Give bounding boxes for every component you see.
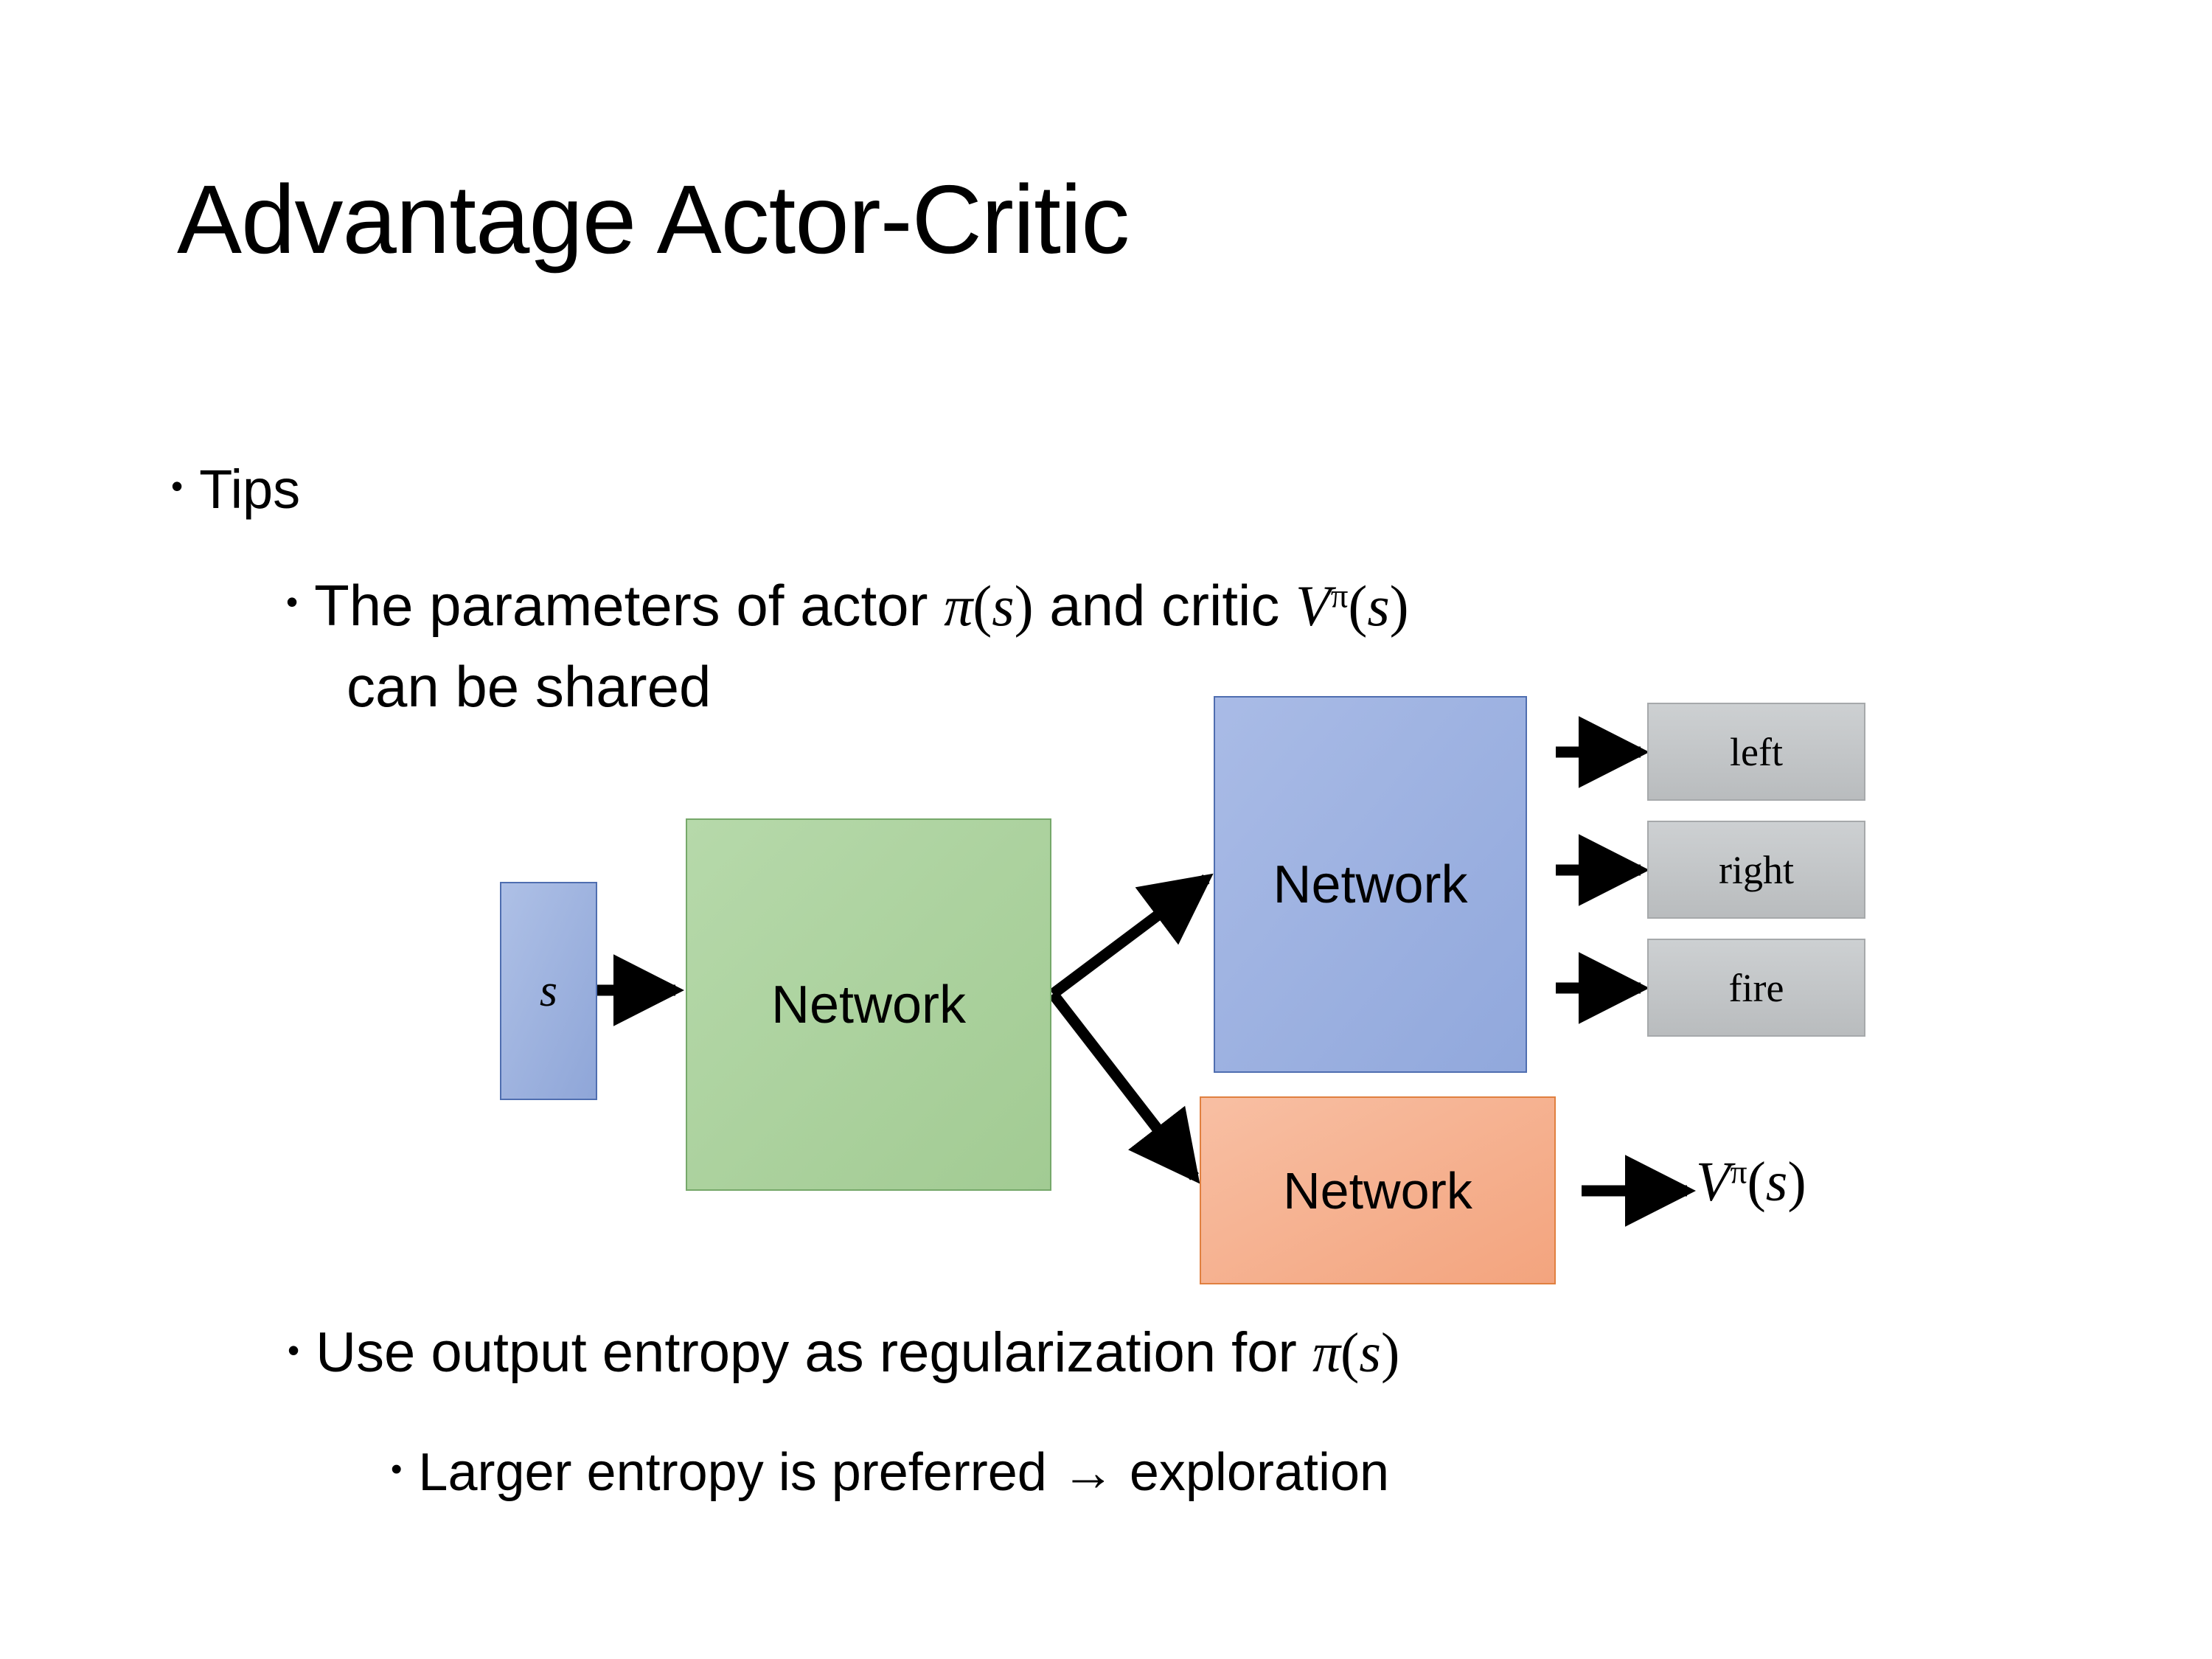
bullet-larger-entropy-label: Larger entropy is preferred → exploratio… — [418, 1443, 1390, 1502]
v-superscript-pi: π — [1330, 577, 1349, 616]
v-argument: (s) — [1747, 1151, 1806, 1213]
input-state-label: s — [539, 965, 558, 1016]
paren-open: ( — [1348, 574, 1368, 638]
critic-network-label: Network — [1283, 1161, 1472, 1220]
bullet-tips-label: Tips — [199, 459, 301, 520]
actor-network-label: Network — [1273, 855, 1468, 914]
math-v-pi-of-s: Vπ(s) — [1696, 1151, 1806, 1213]
v-symbol: V — [1295, 574, 1331, 638]
paren-close: ) — [1380, 1322, 1400, 1384]
diagram-action-box-left: left — [1647, 703, 1865, 801]
bullet-entropy-regularization: • Use output entropy as regularization f… — [288, 1320, 1399, 1387]
pi-symbol: π — [1312, 1322, 1341, 1384]
pi-symbol: π — [944, 574, 973, 638]
bullet-glyph: • — [171, 467, 184, 505]
params-mid-text: and critic — [1033, 573, 1296, 638]
arrow-shared-to-actor — [1049, 873, 1214, 998]
bullet-shared-parameters-line2: can be shared — [347, 653, 711, 720]
paren-open: ( — [1340, 1322, 1360, 1384]
bullet-glyph: • — [391, 1451, 403, 1487]
v-superscript-pi: π — [1730, 1152, 1747, 1191]
bullet-shared-parameters-line2-label: can be shared — [347, 654, 712, 719]
paren-close: ) — [1389, 574, 1409, 638]
s-var: s — [1367, 574, 1390, 638]
bullet-tips: • Tips — [171, 457, 300, 521]
diagram-input-state-box: s — [500, 882, 597, 1100]
params-prefix-text: The parameters of actor — [314, 573, 945, 638]
arrow-shared-to-critic — [1048, 990, 1200, 1184]
s-var: s — [992, 574, 1015, 638]
math-v-pi-of-s: Vπ(s) — [1295, 574, 1409, 638]
action-label-right: right — [1719, 847, 1794, 892]
v-symbol: V — [1696, 1151, 1731, 1213]
bullet-glyph: • — [288, 1331, 300, 1369]
page-title: Advantage Actor-Critic — [177, 165, 1130, 274]
diagram-action-box-right: right — [1647, 821, 1865, 919]
diagram-critic-network-box: Network — [1200, 1096, 1556, 1284]
diagram-actor-network-box: Network — [1214, 696, 1527, 1073]
bullet-larger-entropy: • Larger entropy is preferred → explorat… — [391, 1441, 1389, 1504]
action-label-left: left — [1730, 729, 1783, 774]
bullet-entropy-content: Use output entropy as regularization for… — [316, 1320, 1399, 1387]
s-var: s — [1765, 1151, 1788, 1213]
math-pi-of-s: π(s) — [1312, 1322, 1399, 1384]
math-pi-of-s: π(s) — [944, 574, 1033, 638]
bullet-shared-parameters: • The parameters of actor π(s) and criti… — [286, 571, 1409, 640]
paren-close: ) — [1014, 574, 1034, 638]
entropy-prefix-text: Use output entropy as regularization for — [316, 1321, 1312, 1384]
action-label-fire: fire — [1728, 965, 1784, 1010]
bullet-glyph: • — [286, 582, 299, 621]
diagram-critic-output-value: Vπ(s) — [1696, 1150, 1806, 1214]
paren-open: ( — [973, 574, 992, 638]
shared-network-label: Network — [771, 975, 967, 1034]
s-var: s — [1359, 1322, 1381, 1384]
bullet-shared-parameters-content: The parameters of actor π(s) and critic … — [314, 571, 1409, 640]
diagram-shared-network-box: Network — [686, 818, 1051, 1191]
diagram-action-box-fire: fire — [1647, 939, 1865, 1037]
